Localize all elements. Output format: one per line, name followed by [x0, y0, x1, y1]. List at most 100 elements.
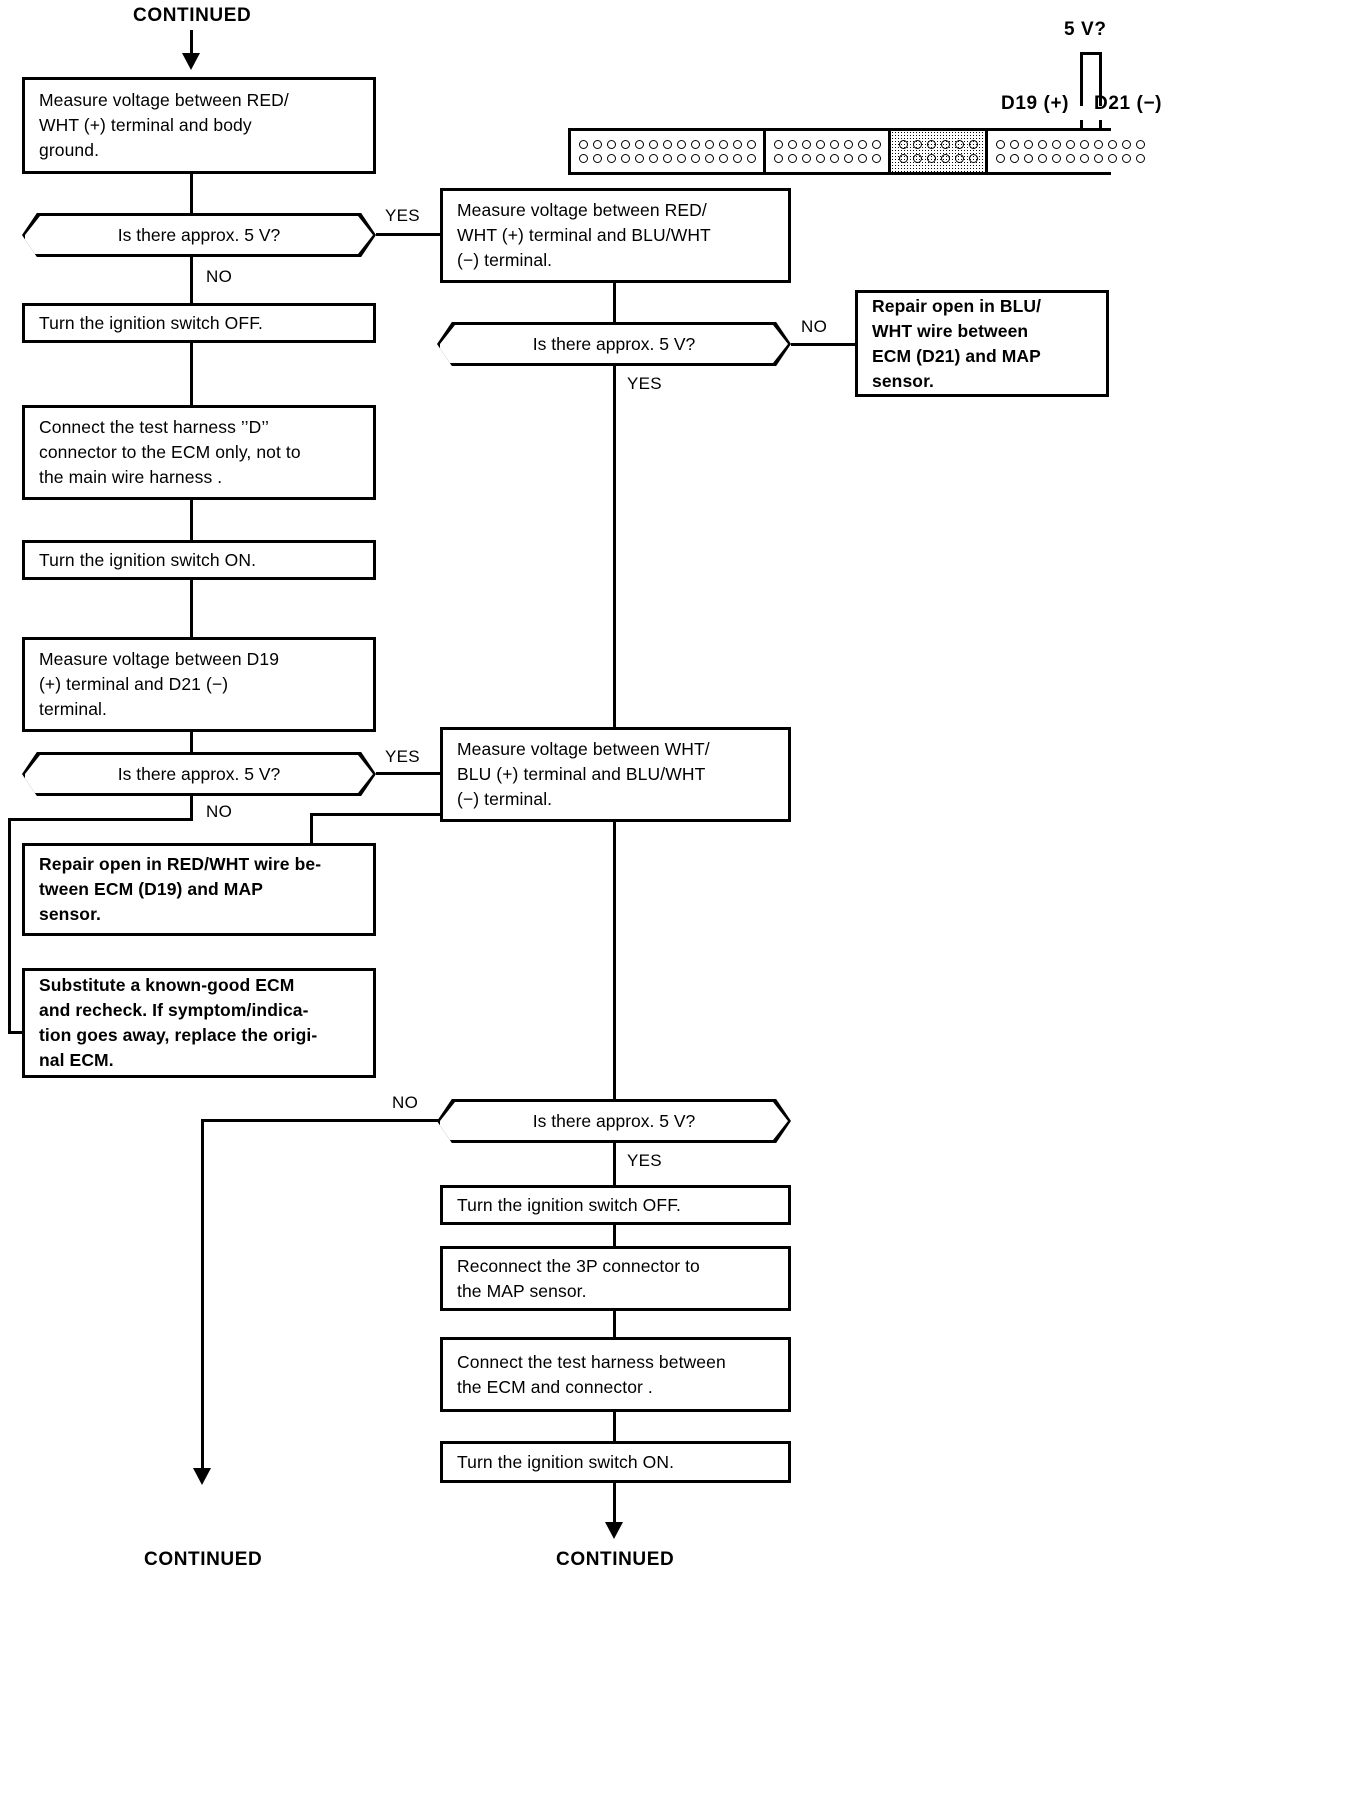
connector-pin	[954, 140, 964, 149]
step-ignition-on-1: Turn the ignition switch ON.	[22, 540, 376, 580]
probe-lead-positive	[1080, 52, 1083, 106]
probe-voltage-label: 5 V?	[1064, 19, 1107, 40]
connector-pin	[968, 154, 978, 163]
connector-group-2	[766, 131, 891, 172]
connector-pin	[954, 154, 964, 163]
connector-pin	[1107, 140, 1117, 149]
connector-pin	[843, 140, 853, 149]
branch-yes-line	[310, 813, 443, 816]
branch-label-no: NO	[206, 802, 233, 821]
connector-line	[190, 732, 193, 752]
arrow-down-icon	[605, 1522, 623, 1539]
connector-pin	[940, 140, 950, 149]
connector-line	[190, 500, 193, 540]
connector-pin	[1121, 140, 1131, 149]
connector-pin	[606, 140, 616, 149]
step-measure-redwht-bluwht: Measure voltage between RED/ WHT (+) ter…	[440, 188, 791, 283]
action-substitute-ecm: Substitute a known-good ECM and recheck.…	[22, 968, 376, 1078]
action-repair-bluwht: Repair open in BLU/ WHT wire between ECM…	[855, 290, 1109, 397]
connector-pin	[578, 154, 588, 163]
connector-pin	[801, 154, 811, 163]
probe-lead-negative	[1099, 52, 1102, 106]
continued-label-top: CONTINUED	[133, 5, 252, 26]
arrow-down-icon	[182, 53, 200, 70]
step-measure-d19-d21: Measure voltage between D19 (+) terminal…	[22, 637, 376, 732]
branch-yes-line	[613, 1143, 616, 1185]
connector-line	[190, 174, 193, 213]
step-ignition-on-2: Turn the ignition switch ON.	[440, 1441, 791, 1483]
connector-pin	[801, 140, 811, 149]
step-connect-harness-d: Connect the test harness ’’D’’ connector…	[22, 405, 376, 500]
connector-pin-row	[576, 152, 758, 166]
branch-no-line	[8, 818, 11, 1034]
decision-is-there-5v-3: Is there approx. 5 V?	[437, 322, 791, 366]
branch-label-yes: YES	[627, 1151, 662, 1170]
connector-line	[613, 283, 616, 322]
connector-pin	[718, 154, 728, 163]
connector-pin	[829, 154, 839, 163]
connector-pin	[912, 154, 922, 163]
connector-pin	[1009, 154, 1019, 163]
connector-line	[613, 1483, 616, 1525]
connector-pin-row	[771, 138, 883, 152]
continued-label-bottom-right: CONTINUED	[556, 1549, 675, 1570]
connector-pin	[815, 154, 825, 163]
arrow-down-icon	[193, 1468, 211, 1485]
branch-yes-line	[613, 365, 616, 727]
connector-pin	[1037, 154, 1047, 163]
connector-pin	[773, 140, 783, 149]
connector-pin	[1009, 140, 1019, 149]
connector-pin	[1093, 140, 1103, 149]
connector-pin	[676, 154, 686, 163]
connector-pin	[968, 140, 978, 149]
connector-pin	[704, 154, 714, 163]
connector-pin	[1135, 140, 1145, 149]
connector-pin	[662, 140, 672, 149]
connector-pin	[718, 140, 728, 149]
connector-pin	[676, 140, 686, 149]
connector-pin	[912, 140, 922, 149]
branch-label-no: NO	[392, 1093, 419, 1112]
connector-group-1	[571, 131, 766, 172]
decision-is-there-5v-2: Is there approx. 5 V?	[22, 752, 376, 796]
connector-pin	[857, 140, 867, 149]
connector-pin	[1065, 140, 1075, 149]
step-measure-whtblu-bluwht: Measure voltage between WHT/ BLU (+) ter…	[440, 727, 791, 822]
connector-pin	[746, 154, 756, 163]
connector-pin	[746, 140, 756, 149]
connector-line	[613, 1311, 616, 1337]
branch-label-yes: YES	[385, 747, 420, 766]
step-connect-harness-between: Connect the test harness between the ECM…	[440, 1337, 791, 1412]
branch-label-yes: YES	[385, 206, 420, 225]
connector-pin	[732, 154, 742, 163]
connector-pin	[773, 154, 783, 163]
connector-pin	[815, 140, 825, 149]
connector-line	[190, 30, 193, 56]
connector-pin-row	[771, 152, 883, 166]
connector-pin	[1135, 154, 1145, 163]
branch-yes-line	[376, 772, 443, 775]
connector-pin	[690, 140, 700, 149]
branch-no-line	[190, 795, 193, 820]
connector-pin	[1065, 154, 1075, 163]
pin-label-d19-positive: D19 (+)	[1001, 93, 1070, 114]
connector-pin	[648, 154, 658, 163]
connector-pin	[1093, 154, 1103, 163]
connector-pin-row	[896, 138, 980, 152]
connector-line	[613, 1412, 616, 1441]
connector-pin	[732, 140, 742, 149]
connector-group-4	[988, 131, 1152, 172]
ecm-connector-diagram	[568, 128, 1152, 175]
connector-pin	[1051, 154, 1061, 163]
pin-label-d21-negative: D21 (−)	[1094, 93, 1163, 114]
continued-label-bottom-left: CONTINUED	[144, 1549, 263, 1570]
connector-pin	[871, 140, 881, 149]
connector-pin-row	[896, 152, 980, 166]
branch-no-line	[190, 256, 193, 305]
connector-pin	[898, 140, 908, 149]
connector-pin	[662, 154, 672, 163]
branch-no-line	[201, 1119, 440, 1122]
connector-pin	[690, 154, 700, 163]
connector-pin	[787, 140, 797, 149]
branch-no-line	[8, 1031, 30, 1034]
